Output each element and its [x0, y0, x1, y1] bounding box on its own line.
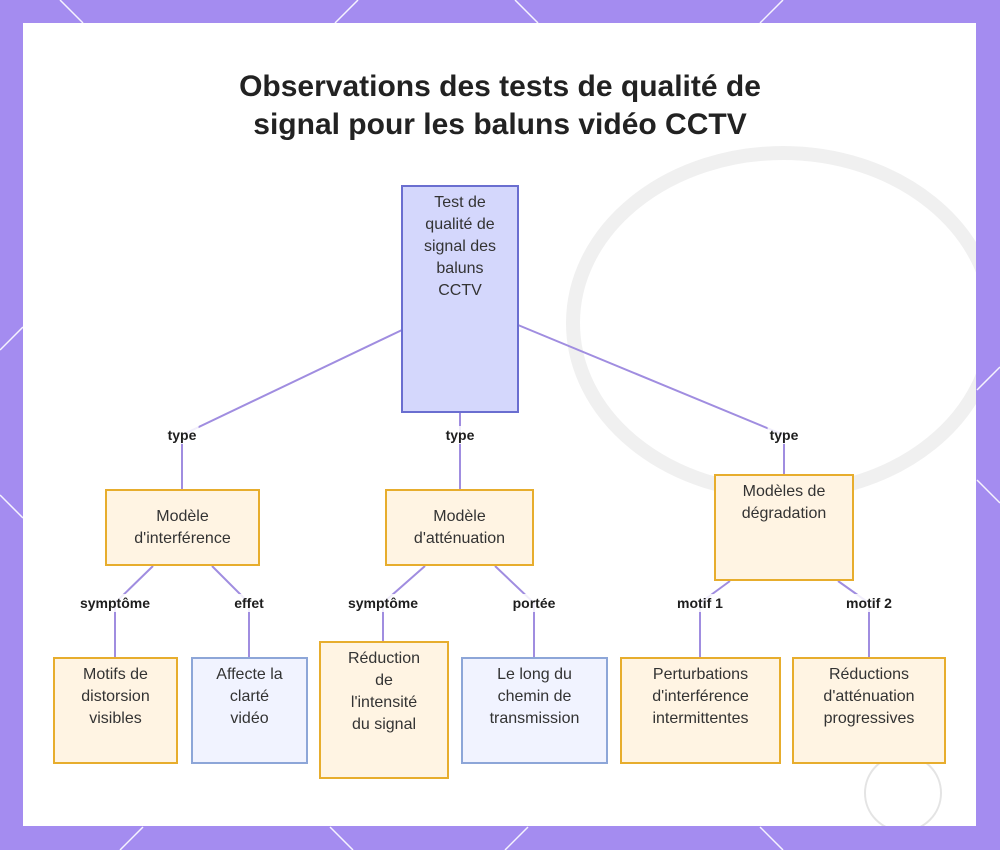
title-line-1: Observations des tests de qualité de [239, 70, 761, 103]
node-line: du signal [351, 716, 417, 733]
node-transmission-path: Le long du chemin de transmission [461, 657, 608, 764]
node-line: progressives [823, 710, 915, 727]
node-line: visibles [89, 710, 142, 727]
edge-label-pattern-2: motif 2 [844, 594, 894, 612]
node-root-line: Test de [434, 194, 486, 211]
node-line: Motifs de [83, 666, 148, 683]
node-line: distorsion [81, 688, 150, 705]
node-root-line: CCTV [438, 282, 482, 299]
edge-label-type-left: type [165, 426, 199, 444]
node-line: de [375, 672, 393, 689]
node-line: Modèles de [742, 483, 826, 500]
edge-label-reach: portée [510, 594, 558, 612]
node-root-line: qualité de [425, 216, 495, 233]
node-interference-model: Modèle d'interférence [105, 489, 260, 566]
node-degradation-models: Modèles de dégradation [714, 474, 854, 581]
node-root-line: signal des [423, 238, 497, 255]
node-line: Perturbations [652, 666, 749, 683]
diagram-title: Observations des tests de qualité de sig… [0, 68, 1000, 144]
node-line: Le long du [497, 666, 572, 683]
node-line: Réductions [828, 666, 910, 683]
node-line: d'atténuation [413, 529, 506, 547]
node-line: d'interférence [652, 688, 749, 705]
edge-degradation-reductions [837, 580, 870, 657]
node-progressive-attenuation: Réductions d'atténuation progressives [792, 657, 946, 764]
node-line: dégradation [741, 505, 827, 522]
node-line: chemin de [497, 688, 572, 705]
node-line: Modèle [156, 507, 209, 525]
node-line: Modèle [433, 507, 486, 525]
node-intermittent-interference: Perturbations d'interférence intermitten… [620, 657, 781, 764]
node-video-clarity: Affecte la clarté vidéo [191, 657, 308, 764]
node-line: transmission [489, 710, 580, 727]
title-line-2: signal pour les baluns vidéo CCTV [253, 108, 747, 141]
node-line: clarté [229, 688, 270, 705]
node-line: d'interférence [134, 529, 231, 547]
node-line: d'atténuation [823, 688, 915, 705]
edge-root-degradation [517, 324, 785, 474]
node-root-line: baluns [436, 260, 484, 277]
edge-label-type-mid: type [443, 426, 477, 444]
node-line: intermittentes [652, 710, 749, 727]
edge-label-pattern-1: motif 1 [675, 594, 725, 612]
node-root: Test de qualité de signal des baluns CCT… [401, 185, 519, 413]
edge-degradation-perturbations [699, 580, 731, 657]
node-line: Affecte la [216, 666, 283, 683]
edge-label-type-right: type [767, 426, 801, 444]
edge-label-symptom-left: symptôme [77, 594, 153, 612]
node-line: l'intensité [350, 694, 418, 711]
edge-label-symptom-mid: symptôme [345, 594, 421, 612]
node-line: vidéo [230, 710, 269, 727]
node-attenuation-model: Modèle d'atténuation [385, 489, 534, 566]
node-signal-intensity: Réduction de l'intensité du signal [319, 641, 449, 779]
node-line: Réduction [347, 650, 421, 667]
edge-root-interference [181, 329, 403, 489]
node-distortion-patterns: Motifs de distorsion visibles [53, 657, 178, 764]
edge-label-effect: effet [232, 594, 266, 612]
